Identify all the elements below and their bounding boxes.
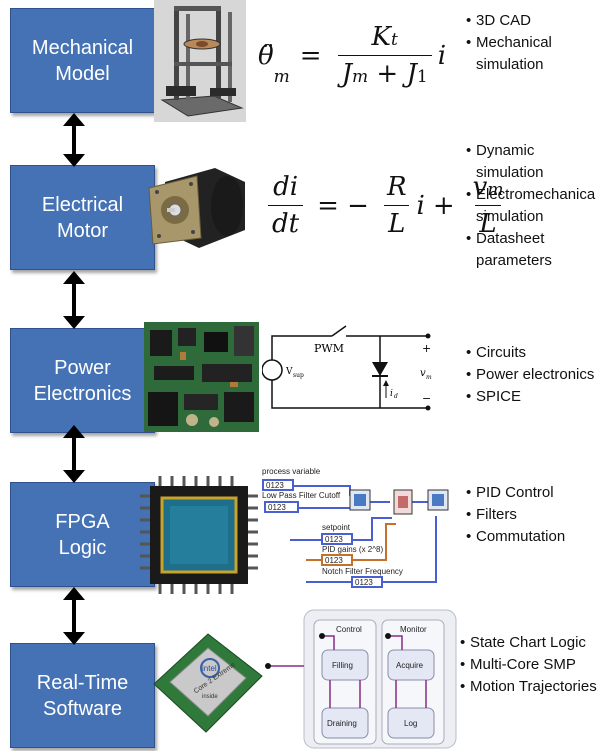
lpf-label: Low Pass Filter Cutoff [262,491,341,500]
stage-box-mechanical-model: Mechanical Model [10,8,155,113]
list-item: Circuits [466,342,594,364]
monitor-region-label: Monitor [400,625,427,634]
circuit-board-image [144,322,259,432]
draining-state-label: Draining [327,719,357,728]
cpu-brand: intel [202,664,217,673]
double-arrow-icon [63,587,85,645]
motor-image [148,168,245,248]
plus-label: + [422,342,431,355]
bullet-list-mechanical: 3D CAD Mechanical simulation [466,10,552,76]
double-arrow-icon [63,271,85,329]
id-label: i [390,389,393,399]
value-5: 0123 [355,578,373,587]
list-item: Motion Trajectories [460,676,597,698]
list-item: Commutation [466,526,565,548]
stage-title-line1: Real-Time [36,671,129,694]
stage-title-line1: Electrical [41,193,124,216]
pwm-label: PWM [314,342,344,355]
control-region-label: Control [336,625,362,634]
list-item: 3D CAD [466,10,552,32]
stage-title-line2: Model [55,62,110,85]
stage-title-line2: Motor [56,219,109,242]
list-item: Datasheet [466,228,595,250]
setpoint-label: setpoint [322,523,351,532]
minus-label: − [422,392,431,405]
filling-state-label: Filling [332,661,353,670]
double-arrow-icon [63,113,85,167]
list-item: simulation [476,56,544,73]
stage-box-fpga-logic: FPGA Logic [10,482,155,587]
value-1: 0123 [266,481,284,490]
process-variable-label: process variable [262,467,321,476]
mechanical-frame-image [154,0,246,122]
list-item: Dynamic [466,140,595,162]
log-state-label: Log [404,719,417,728]
vm-label: v [420,368,426,379]
stage-title-line1: Mechanical [31,36,134,59]
value-3: 0123 [325,535,343,544]
stage-box-real-time-software: Real-Time Software [10,643,155,748]
bullet-list-power: Circuits Power electronics SPICE [466,342,594,408]
stage-box-electrical-motor: Electrical Motor [10,165,155,270]
cpu-sub: inside [202,694,218,700]
notch-label: Notch Filter Frequency [322,567,403,576]
bullet-list-electrical: Dynamic simulation Electromechanica simu… [466,140,595,272]
list-item: PID Control [466,482,565,504]
stage-box-power-electronics: Power Electronics [10,328,155,433]
cpu-chip-image: intel Core 2 Extreme inside [153,633,263,733]
pid-gains-label: PID gains (x 2^8) [322,545,383,554]
list-item: parameters [476,252,552,269]
list-item: Filters [466,504,565,526]
bullet-list-fpga: PID Control Filters Commutation [466,482,565,548]
list-item: Power electronics [466,364,594,386]
value-2: 0123 [268,503,286,512]
stage-title-line2: Software [43,697,122,720]
vsup-sub-label: sup [293,372,304,379]
fpga-block-diagram: process variable Low Pass Filter Cutoff … [262,467,449,588]
stage-title-line1: FPGA [55,510,110,533]
list-item: Mechanical [466,32,552,54]
list-item: simulation [476,208,544,225]
vsup-label: V [285,367,293,377]
list-item: simulation [476,164,544,181]
state-chart-diagram: Control Monitor Filling Acquire Draining… [265,609,457,749]
list-item: State Chart Logic [460,632,597,654]
fpga-chip-image [140,476,258,594]
list-item: Multi-Core SMP [460,654,597,676]
power-circuit-schematic: V sup PWM + − v m i d [262,325,432,411]
list-item: SPICE [466,386,594,408]
vm-sub-label: m [426,374,432,381]
list-item: Electromechanica [466,184,595,206]
stage-title-line2: Electronics [33,382,132,405]
id-sub-label: d [394,393,398,400]
equation-mechanical: θ̈m = Kt Jm + J1 i [258,22,447,89]
stage-title-line1: Power [54,356,111,379]
bullet-list-software: State Chart Logic Multi-Core SMP Motion … [460,632,597,698]
value-4: 0123 [325,556,343,565]
stage-title-line2: Logic [58,536,107,559]
acquire-state-label: Acquire [396,661,424,670]
double-arrow-icon [63,425,85,483]
